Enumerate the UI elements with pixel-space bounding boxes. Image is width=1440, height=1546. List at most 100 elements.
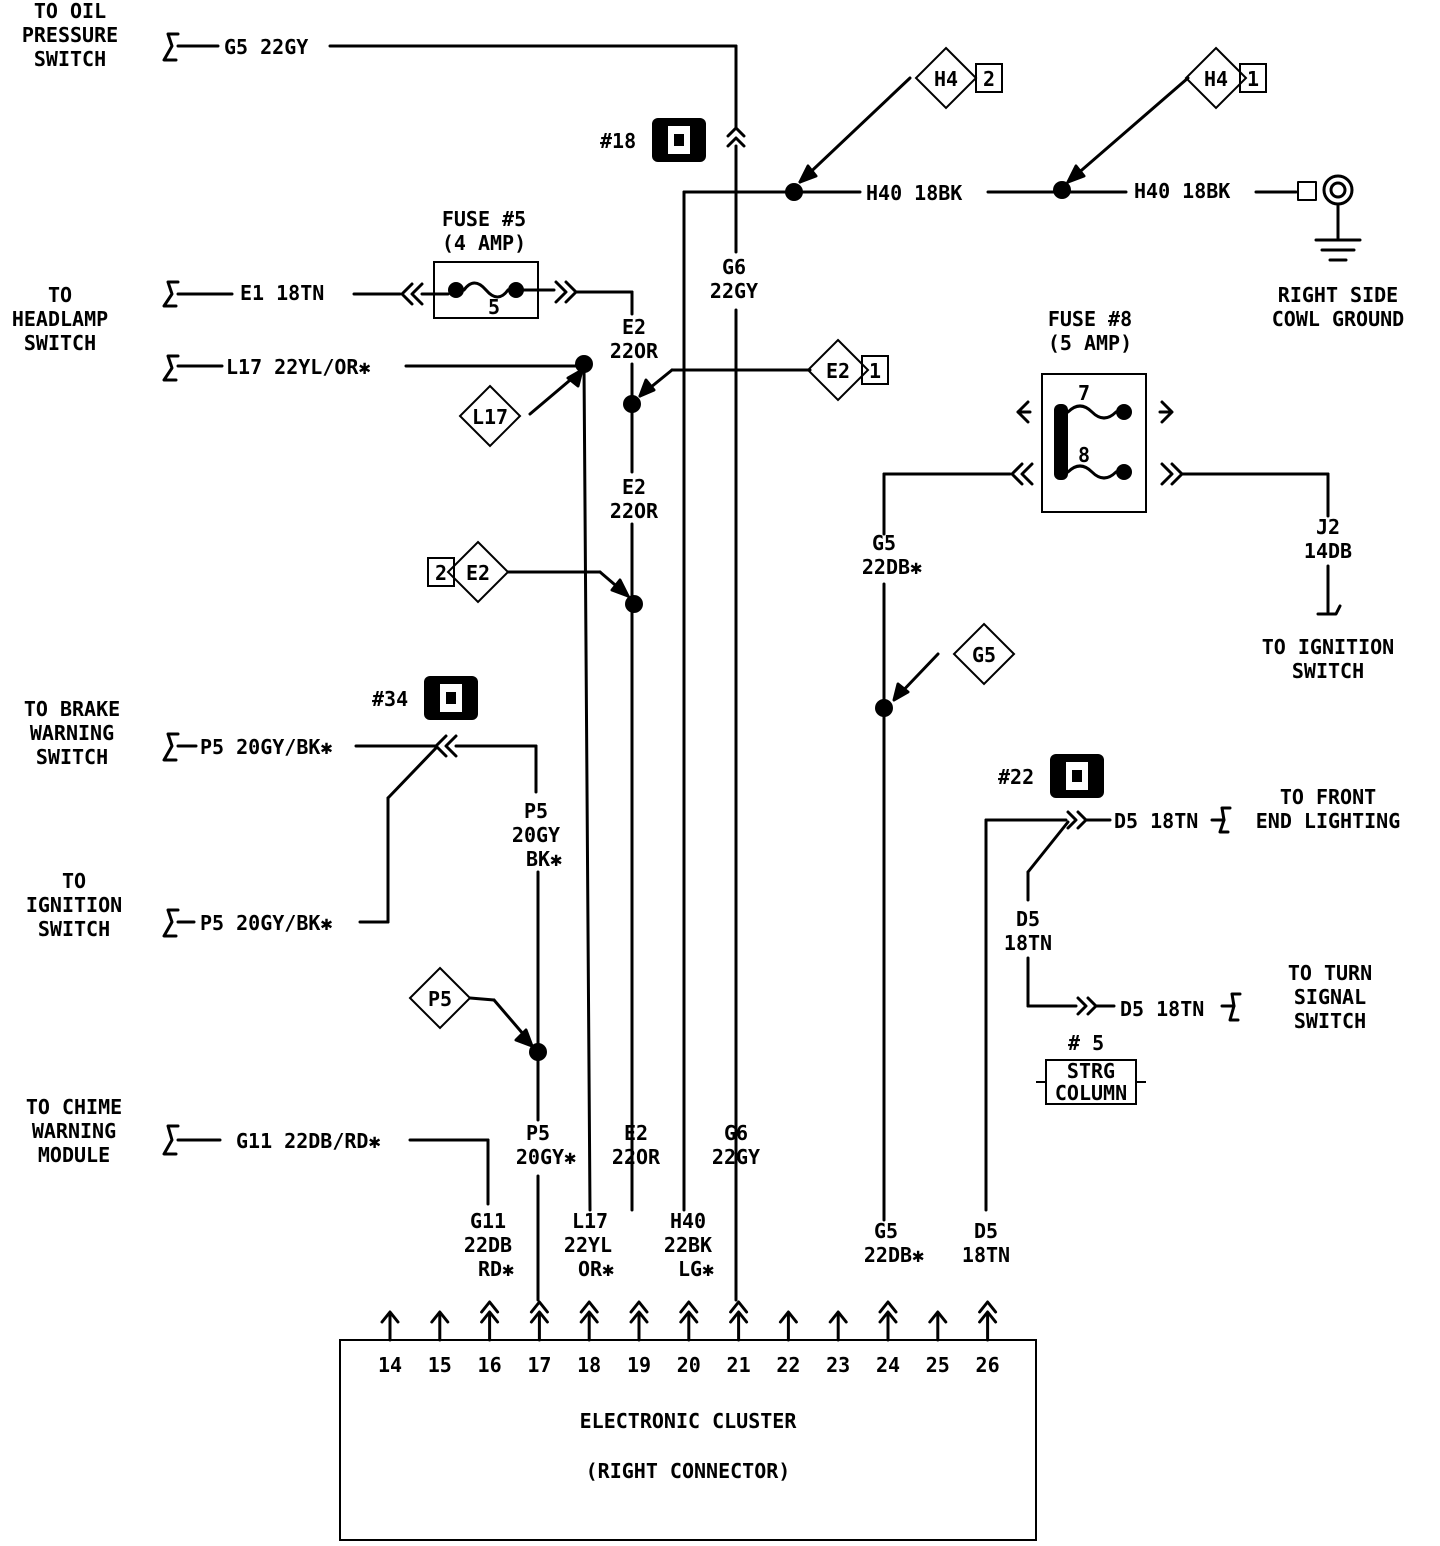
connector-18: #18 bbox=[600, 118, 706, 162]
svg-text:BK✱: BK✱ bbox=[526, 847, 562, 871]
svg-text:14DB: 14DB bbox=[1304, 539, 1352, 563]
svg-text:# 5: # 5 bbox=[1068, 1031, 1104, 1055]
svg-text:G11: G11 bbox=[470, 1209, 506, 1233]
svg-text:COWL GROUND: COWL GROUND bbox=[1272, 307, 1404, 331]
oil-switch-label: TO OIL PRESSURE SWITCH bbox=[22, 0, 118, 71]
pin-terminal-16 bbox=[480, 1310, 500, 1324]
brake-label: TO BRAKE WARNING SWITCH bbox=[24, 697, 120, 769]
cluster-pin-terminals bbox=[380, 1300, 998, 1342]
pin-terminal-double-16 bbox=[480, 1300, 500, 1314]
splice-ref-h4-1: H4 1 bbox=[1184, 46, 1267, 110]
svg-text:7: 7 bbox=[1078, 381, 1090, 405]
svg-text:1: 1 bbox=[869, 359, 881, 383]
connector-5-strg-column: # 5 STRG COLUMN bbox=[1036, 1031, 1146, 1105]
svg-text:22BK: 22BK bbox=[664, 1233, 712, 1257]
svg-text:20GY✱: 20GY✱ bbox=[516, 1145, 576, 1169]
svg-text:G6: G6 bbox=[722, 255, 746, 279]
svg-text:G5: G5 bbox=[872, 531, 896, 555]
cluster-title: ELECTRONIC CLUSTER bbox=[580, 1409, 798, 1433]
pin-terminal-21 bbox=[729, 1310, 749, 1324]
svg-text:WARNING: WARNING bbox=[32, 1119, 116, 1143]
wires bbox=[176, 44, 1362, 1302]
svg-text:TO OIL: TO OIL bbox=[34, 0, 106, 23]
splice-ref-e2-1: E2 1 bbox=[806, 338, 889, 402]
svg-text:SWITCH: SWITCH bbox=[24, 331, 96, 355]
splice-ref-l17: L17 bbox=[458, 384, 522, 448]
cluster-pin-16: 16 bbox=[478, 1353, 502, 1377]
fuse-8: FUSE #8 (5 AMP) 7 8 bbox=[1041, 307, 1147, 513]
pin-terminal-24 bbox=[878, 1310, 898, 1324]
pin-terminal-26 bbox=[978, 1310, 998, 1324]
svg-text:2: 2 bbox=[983, 67, 995, 91]
fuse-5: FUSE #5 (4 AMP) 5 bbox=[433, 207, 539, 319]
svg-text:SWITCH: SWITCH bbox=[36, 745, 108, 769]
pin-terminal-double-17 bbox=[529, 1300, 549, 1314]
svg-text:H40: H40 bbox=[670, 1209, 706, 1233]
svg-text:L17: L17 bbox=[472, 405, 508, 429]
svg-text:22DB✱: 22DB✱ bbox=[862, 555, 922, 579]
connector-34: #34 bbox=[372, 676, 478, 720]
svg-text:G5: G5 bbox=[874, 1219, 898, 1243]
svg-text:E2: E2 bbox=[622, 315, 646, 339]
svg-text:SIGNAL: SIGNAL bbox=[1294, 985, 1366, 1009]
connector-22: #22 bbox=[998, 754, 1104, 798]
pin-terminal-23 bbox=[828, 1310, 848, 1324]
splice-ref-h4-2: H4 2 bbox=[914, 46, 1003, 110]
svg-text:LG✱: LG✱ bbox=[678, 1257, 714, 1281]
cluster-pin-14: 14 bbox=[378, 1353, 402, 1377]
wire-label-h40-b: H40 18BK bbox=[1134, 179, 1230, 203]
front-lighting-label: TO FRONT END LIGHTING bbox=[1256, 785, 1401, 833]
svg-text:18TN: 18TN bbox=[1004, 931, 1052, 955]
svg-text:TO FRONT: TO FRONT bbox=[1280, 785, 1376, 809]
svg-text:TO: TO bbox=[62, 869, 86, 893]
svg-text:FUSE #8: FUSE #8 bbox=[1048, 307, 1132, 331]
pin-terminal-25 bbox=[928, 1310, 948, 1324]
ignition-right-label: TO IGNITION SWITCH bbox=[1262, 635, 1394, 683]
svg-text:22GY: 22GY bbox=[712, 1145, 760, 1169]
svg-text:1: 1 bbox=[1247, 67, 1259, 91]
wire-label-d5-turn: D5 18TN bbox=[1120, 997, 1204, 1021]
wire-labels: G5 22GY E1 18TN L17 22YL/OR✱ H40 18BK H4… bbox=[200, 35, 1352, 1153]
wire-label-h40-a: H40 18BK bbox=[866, 181, 962, 205]
svg-text:E2: E2 bbox=[826, 359, 850, 383]
svg-text:G6: G6 bbox=[724, 1121, 748, 1145]
svg-text:MODULE: MODULE bbox=[38, 1143, 110, 1167]
wire-label-g5-22gy: G5 22GY bbox=[224, 35, 308, 59]
wire-label-p5-brake: P5 20GY/BK✱ bbox=[200, 735, 332, 759]
splice-ref-p5: P5 bbox=[408, 966, 472, 1030]
svg-text:18TN: 18TN bbox=[962, 1243, 1010, 1267]
ground-label: RIGHT SIDE COWL GROUND bbox=[1272, 283, 1404, 331]
svg-text:TO IGNITION: TO IGNITION bbox=[1262, 635, 1394, 659]
svg-text:H4: H4 bbox=[934, 67, 958, 91]
svg-text:20GY: 20GY bbox=[512, 823, 560, 847]
svg-text:WARNING: WARNING bbox=[30, 721, 114, 745]
pin-terminal-double-26 bbox=[978, 1300, 998, 1314]
svg-text:END LIGHTING: END LIGHTING bbox=[1256, 809, 1401, 833]
pin-terminal-double-21 bbox=[729, 1300, 749, 1314]
pin-terminal-double-20 bbox=[679, 1300, 699, 1314]
svg-text:TO: TO bbox=[48, 283, 72, 307]
svg-text:22DB: 22DB bbox=[464, 1233, 512, 1257]
cluster-pin-23: 23 bbox=[826, 1353, 850, 1377]
svg-text:D5: D5 bbox=[1016, 907, 1040, 931]
splice-ref-g5: G5 bbox=[952, 622, 1016, 686]
cluster-pin-21: 21 bbox=[727, 1353, 751, 1377]
svg-text:5: 5 bbox=[488, 295, 500, 319]
cluster-pin-24: 24 bbox=[876, 1353, 900, 1377]
cluster-pin-25: 25 bbox=[926, 1353, 950, 1377]
svg-text:D5: D5 bbox=[974, 1219, 998, 1243]
cluster-pin-20: 20 bbox=[677, 1353, 701, 1377]
svg-text:TO BRAKE: TO BRAKE bbox=[24, 697, 120, 721]
turn-signal-label: TO TURN SIGNAL SWITCH bbox=[1288, 961, 1372, 1033]
svg-text:(4 AMP): (4 AMP) bbox=[442, 231, 526, 255]
svg-text:TO TURN: TO TURN bbox=[1288, 961, 1372, 985]
svg-text:STRG: STRG bbox=[1067, 1059, 1115, 1083]
cluster-pin-26: 26 bbox=[976, 1353, 1000, 1377]
svg-text:TO CHIME: TO CHIME bbox=[26, 1095, 122, 1119]
svg-text:#18: #18 bbox=[600, 129, 636, 153]
pin-terminal-17 bbox=[529, 1310, 549, 1324]
pin-terminal-14 bbox=[380, 1310, 400, 1324]
pin-terminal-double-24 bbox=[878, 1300, 898, 1314]
svg-text:SWITCH: SWITCH bbox=[1294, 1009, 1366, 1033]
